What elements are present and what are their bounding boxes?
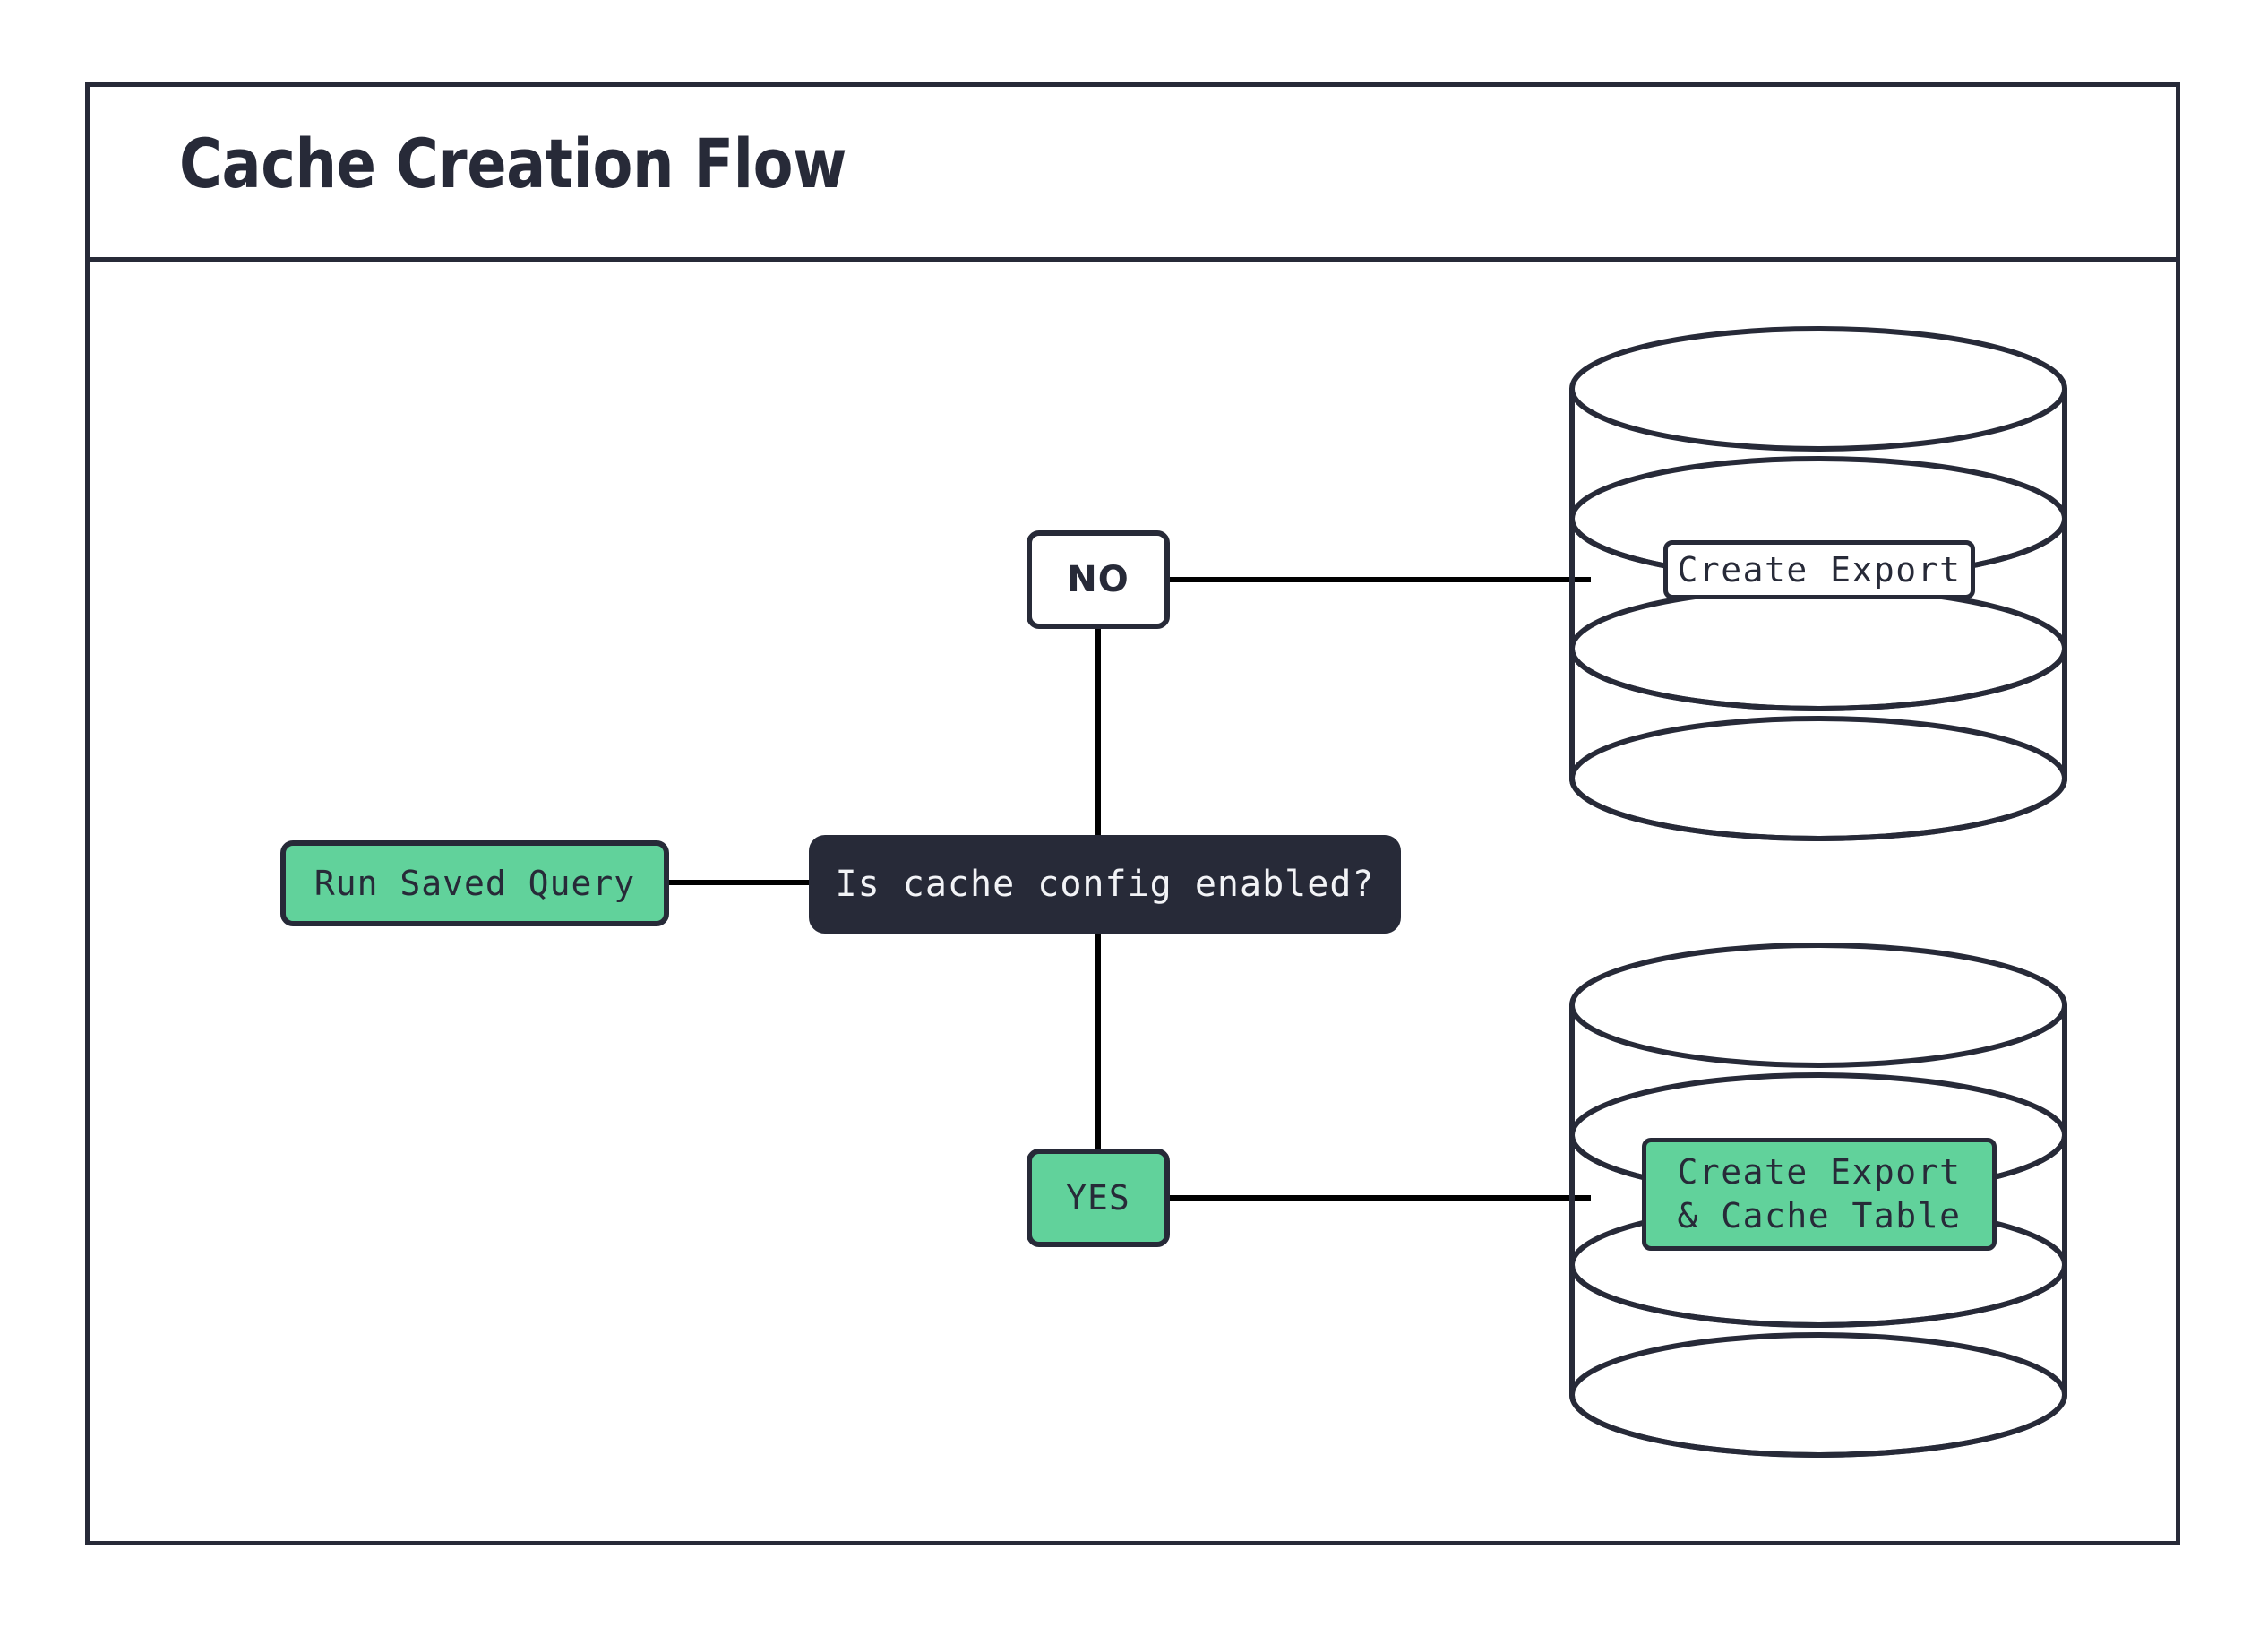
node-branch-no-label: NO [1067,559,1130,600]
page-title: Cache Creation Flow [179,124,847,203]
database-bottom-label-line1: Create Export [1677,1152,1962,1192]
edge-decision-to-yes [1095,932,1101,1150]
database-bottom-label-line2: & Cache Table [1677,1196,1962,1235]
database-top-label: Create Export [1663,540,1975,599]
node-run-saved-query[interactable]: Run Saved Query [280,840,669,926]
node-decision-label: Is cache config enabled? [835,864,1375,905]
database-top-label-text: Create Export [1677,549,1962,590]
edge-yes-to-database-bottom [1170,1195,1591,1201]
database-bottom-label: Create Export & Cache Table [1642,1138,1997,1251]
database-icon [1569,943,2067,1458]
node-branch-no[interactable]: NO [1027,530,1170,629]
edge-run-saved-query-to-decision [669,880,811,885]
edge-no-to-database-top [1170,577,1591,582]
database-cylinder-bottom [1569,943,2067,1458]
edge-decision-to-no [1095,627,1101,837]
node-run-saved-query-label: Run Saved Query [314,864,636,903]
node-branch-yes-label: YES [1066,1178,1130,1218]
node-decision-cache-config[interactable]: Is cache config enabled? [809,835,1401,934]
node-branch-yes[interactable]: YES [1027,1149,1170,1247]
